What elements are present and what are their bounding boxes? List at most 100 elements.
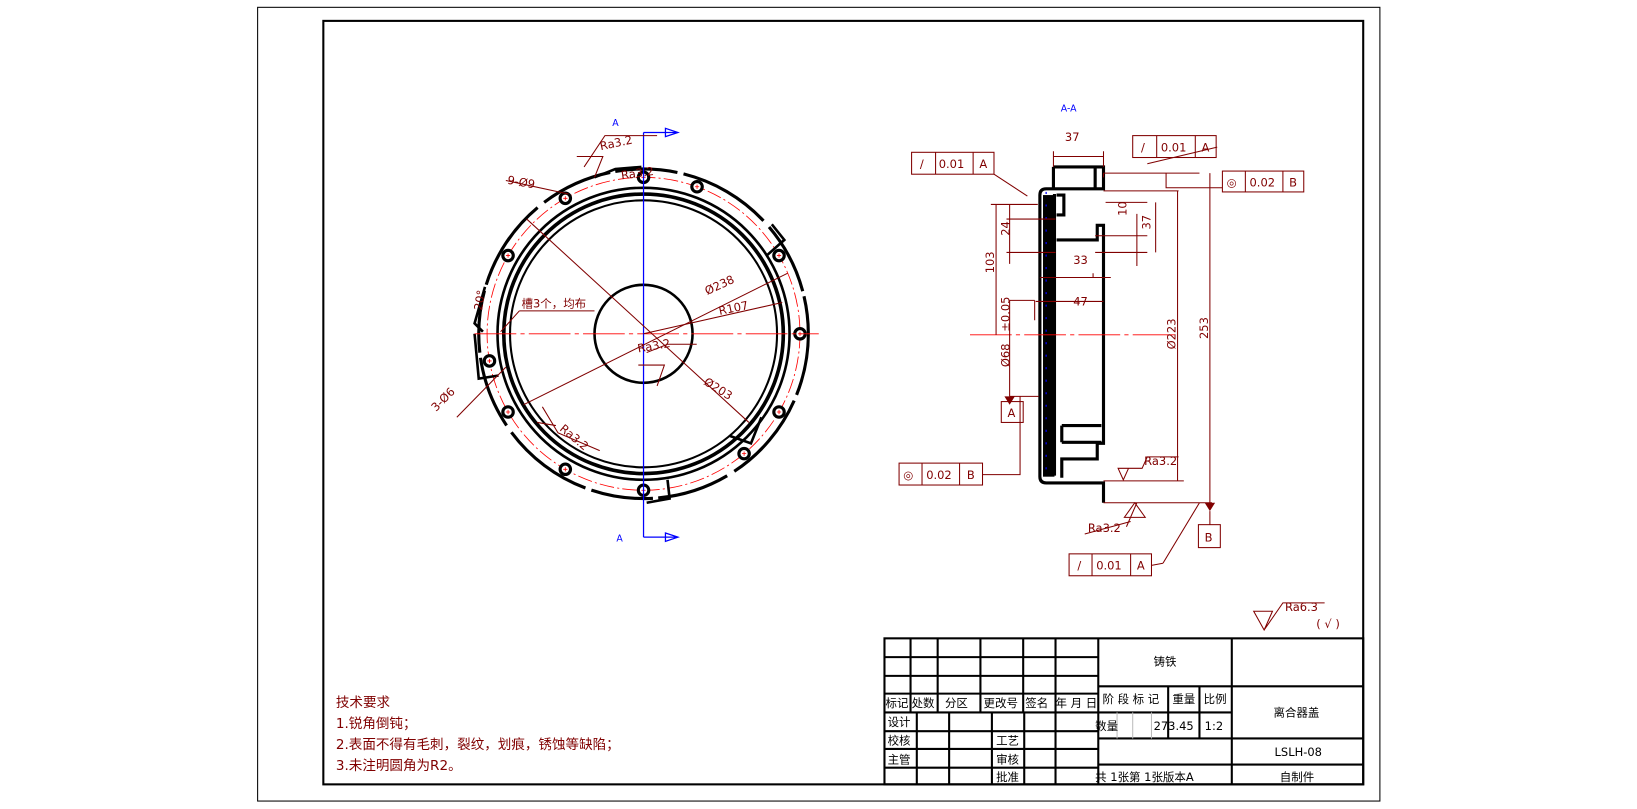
role-process: 工艺 <box>996 734 1019 748</box>
section-arrow-top <box>643 127 680 138</box>
fcf-value: 0.01 <box>1096 559 1122 573</box>
roughness-right: Ra3.2 <box>1144 454 1177 468</box>
stage-label: 阶 段 标 记 <box>1102 692 1159 706</box>
title-block: 标记 处数 分区 更改号 签名 年 月 日 设计 校核 主管 工艺 审核 批准 … <box>883 637 1365 786</box>
dim-68: Ø68 <box>999 344 1013 368</box>
section-arrow-bottom <box>643 532 680 543</box>
header-zone: 分区 <box>945 696 968 710</box>
sheets: 共 1张第 1张版本A <box>1095 770 1194 784</box>
outer-border <box>257 6 1381 802</box>
roughness-2: Ra3.2 <box>620 164 655 182</box>
roughness-3: Ra3.2 <box>636 336 671 356</box>
fcf-concentric-right: ◎ 0.02 B <box>1221 170 1305 193</box>
fcf-datum: A <box>1137 559 1145 573</box>
fcf-value: 0.02 <box>926 468 952 482</box>
fcf-value: 0.01 <box>939 157 965 171</box>
fcf-symbol: / <box>920 157 924 171</box>
material: 铸铁 <box>1154 654 1177 668</box>
role-design: 设计 <box>888 715 911 729</box>
general-roughness-note: ( √ ) <box>1316 617 1340 631</box>
general-roughness: Ra6.3 ( √ ) <box>1252 600 1340 632</box>
weight-value: 273.45 <box>1154 719 1194 733</box>
fcf-symbol: / <box>1141 140 1145 154</box>
tech-requirements-title: 技术要求 <box>336 695 391 711</box>
hole-center-mark <box>742 451 747 456</box>
fcf-symbol: / <box>1077 559 1081 573</box>
fcf-datum: A <box>1202 140 1210 154</box>
tech-requirement-item: 3.未注明圆角为R2。 <box>336 758 462 774</box>
drawing-number: LSLH-08 <box>1275 745 1322 759</box>
hole-center-mark <box>694 184 700 189</box>
fcf-datum: A <box>979 157 987 171</box>
title-block-sublines <box>1116 712 1153 739</box>
slots <box>473 165 787 505</box>
dim-33: 33 <box>1073 253 1088 267</box>
fcf-symbol: ◎ <box>1227 176 1237 190</box>
fcf-left: / 0.01 A <box>911 151 995 175</box>
quantity-label: 数量 <box>1095 719 1118 733</box>
part-source: 自制件 <box>1280 770 1314 784</box>
dim-103: 103 <box>983 251 997 273</box>
roughness-symbol-icon <box>1252 602 1325 632</box>
dim-37-top: 37 <box>1065 130 1080 144</box>
section-mark-top: A <box>612 118 619 129</box>
radius-107: R107 <box>717 298 749 318</box>
hole-center-mark <box>563 196 568 201</box>
section-wall-fill <box>1043 195 1055 477</box>
weight-label: 重量 <box>1172 692 1195 706</box>
roughness-bottom: Ra3.2 <box>1088 521 1121 535</box>
general-roughness-value: Ra6.3 <box>1285 600 1318 614</box>
fcf-top-right: / 0.01 A <box>1132 135 1217 159</box>
header-date: 年 月 日 <box>1056 696 1098 710</box>
header-change-no: 更改号 <box>984 696 1018 710</box>
tech-requirement-item: 2.表面不得有毛刺，裂纹，划痕，锈蚀等缺陷； <box>336 736 620 753</box>
tech-requirement-item: 1.锐角倒钝； <box>336 716 417 732</box>
section-view: A-A 37 <box>898 104 1305 577</box>
role-approve: 批准 <box>996 770 1019 784</box>
fcf-value: 0.02 <box>1250 176 1276 190</box>
hole-center-mark <box>487 358 492 364</box>
dia-238: Ø238 <box>703 272 737 298</box>
hole-center-mark <box>776 253 782 258</box>
section-title: A-A <box>1061 104 1077 115</box>
angle-dim: 20° <box>471 289 488 311</box>
dim-37-right: 37 <box>1139 215 1153 230</box>
dim-47: 47 <box>1073 295 1088 309</box>
dim-223: Ø223 <box>1164 319 1178 350</box>
datum-a-label: A <box>1008 406 1016 420</box>
dim-24: 24 <box>999 221 1013 236</box>
fcf-concentric-left: ◎ 0.02 B <box>898 462 984 486</box>
tech-requirements: 技术要求 1.锐角倒钝； 2.表面不得有毛刺，裂纹，划痕，锈蚀等缺陷； 3.未注… <box>336 695 620 774</box>
scale-label: 比例 <box>1204 692 1227 706</box>
dim-10: 10 <box>1115 201 1129 216</box>
fcf-symbol: ◎ <box>903 468 913 482</box>
plan-view: A A 9-Ø9 Ra3.2 Ra3.2 槽3个，均布 20° 3-Ø6 Ø23… <box>428 118 819 544</box>
datum-triangles <box>1004 396 1216 512</box>
hole-center-mark <box>505 409 511 415</box>
dia-203: Ø203 <box>701 375 735 403</box>
role-check: 校核 <box>888 734 911 748</box>
hole-center-mark <box>776 409 782 415</box>
fcf-datum: B <box>967 468 975 482</box>
datum-b-label: B <box>1205 530 1213 544</box>
dimension-lines <box>982 146 1223 566</box>
roughness-1: Ra3.2 <box>598 133 633 154</box>
slot-note: 槽3个，均布 <box>522 297 587 311</box>
hole-center-mark <box>563 467 568 472</box>
role-review: 审核 <box>996 753 1019 767</box>
title-block-grid <box>883 637 1365 786</box>
header-signature: 签名 <box>1025 696 1048 710</box>
small-hole-callout: 3-Ø6 <box>428 385 458 415</box>
role-manager: 主管 <box>888 753 911 767</box>
dim-253: 253 <box>1197 317 1211 339</box>
fcf-value: 0.01 <box>1161 140 1187 154</box>
header-mark: 标记 <box>886 696 909 710</box>
part-name: 离合器盖 <box>1274 706 1320 720</box>
fcf-bottom: / 0.01 A <box>1068 553 1153 577</box>
datum-a: A <box>1000 401 1024 423</box>
dim-tolerance: ±0.05 <box>999 297 1013 332</box>
datum-b: B <box>1197 511 1221 549</box>
scale-value: 1:2 <box>1205 719 1223 733</box>
hole-center-mark <box>505 253 511 258</box>
